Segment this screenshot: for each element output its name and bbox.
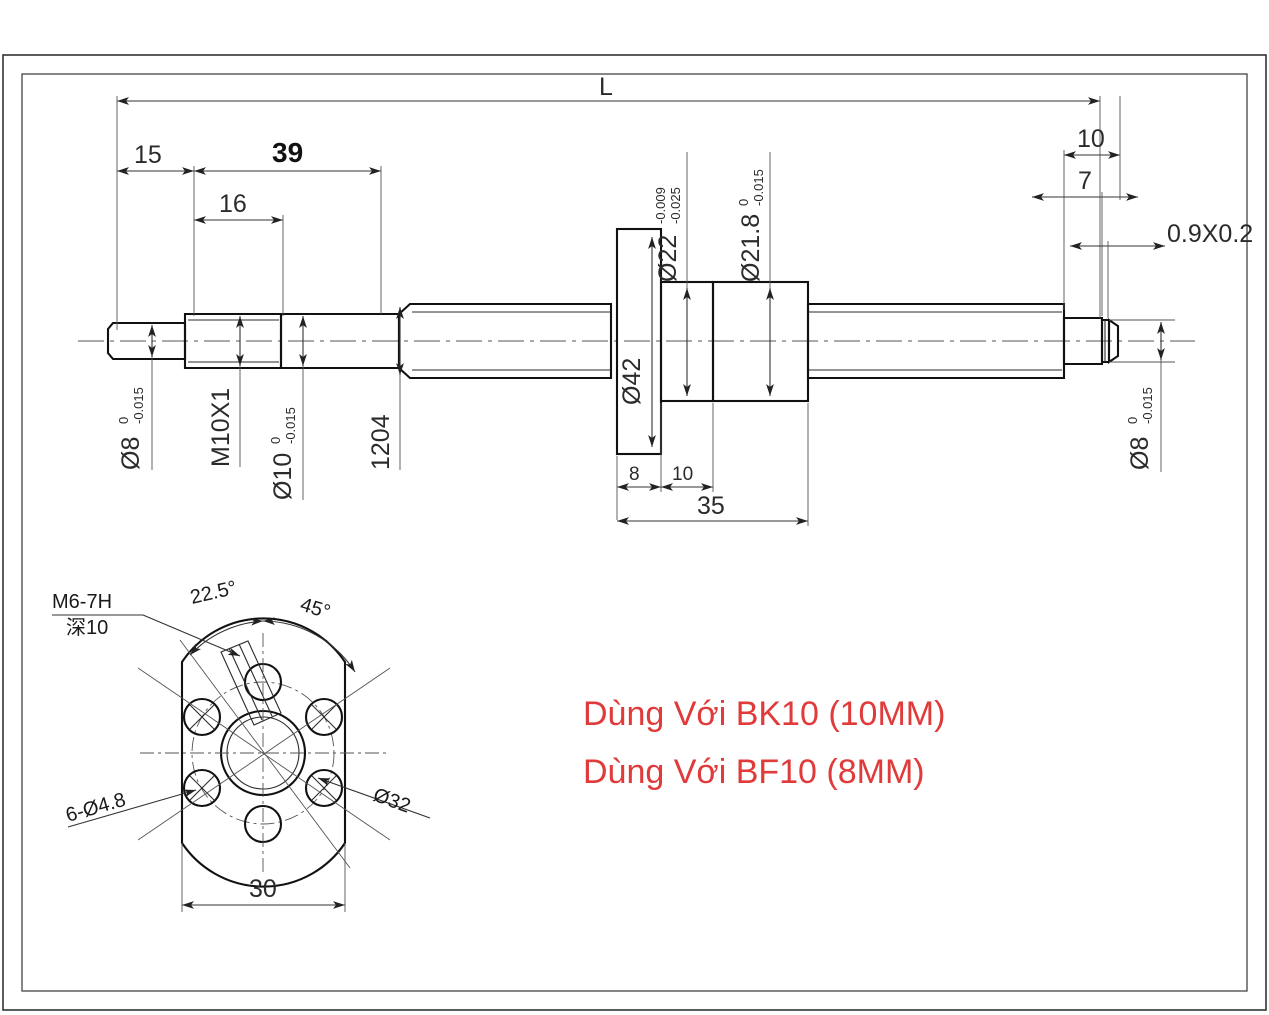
- dim-39-label: 39: [272, 137, 303, 168]
- main-elevation-view: L 15 39 16: [78, 73, 1253, 526]
- flange-30-label: 30: [249, 875, 277, 903]
- dim-overall-L-label: L: [599, 73, 613, 101]
- sheet-border-inner: [21, 73, 1248, 992]
- d8-left-tol-upper: 0: [116, 417, 131, 424]
- label-d8-left: Ø8 0 -0.015: [116, 387, 146, 470]
- d218-tol-lower: -0.015: [751, 169, 766, 206]
- callout-m6-7h: M6-7H 深10: [52, 591, 241, 657]
- dimension-39: 39: [194, 137, 382, 314]
- note-bf10: Dùng Với BF10 (8MM): [583, 753, 925, 791]
- label-lead-1204: 1204: [367, 414, 395, 470]
- label-thread-m10x1: M10X1: [207, 388, 235, 467]
- holes-label: 6-Ø4.8: [63, 789, 128, 827]
- bolt-circle-label: Ø32: [370, 784, 413, 818]
- flange-end-view: 22.5° 45° M6-7H 深10 6-Ø4.8 Ø32 30: [52, 577, 431, 912]
- label-d42: Ø42: [618, 358, 646, 405]
- dim-nut-35-label: 35: [697, 492, 725, 520]
- d8-left-value: Ø8: [117, 437, 145, 470]
- label-d22: Ø22 -0.009 -0.025: [653, 187, 683, 282]
- d42-value: Ø42: [618, 358, 646, 405]
- label-d218: Ø21.8 0 -0.015: [736, 169, 766, 282]
- dim-nut-10-label: 10: [672, 464, 693, 485]
- d10-tol-upper: 0: [268, 437, 283, 444]
- angle-arc-22-5: [189, 617, 264, 656]
- dimension-right-10: 10: [1063, 96, 1121, 310]
- dimension-flange-30: 30: [181, 843, 346, 912]
- dimension-nut-10: 10: [661, 403, 714, 492]
- d22-tol-lower: -0.025: [668, 187, 683, 224]
- dimension-overall-L: L: [116, 73, 1101, 330]
- label-d10: Ø10 0 -0.015: [268, 407, 298, 500]
- angle-45-label: 45°: [298, 594, 333, 624]
- thread-m10x1-value: M10X1: [207, 388, 235, 467]
- d22-value: Ø22: [654, 235, 682, 282]
- sheet-border-outer: [2, 54, 1267, 1011]
- d8-right-value: Ø8: [1126, 437, 1154, 470]
- angle-arc-45: [262, 617, 356, 673]
- m6-7h-label: M6-7H: [52, 591, 112, 613]
- callout-bolt-circle: Ø32: [317, 777, 431, 819]
- dim-15-label: 15: [134, 141, 162, 169]
- dimension-nut-35: 35: [617, 403, 809, 526]
- lead-1204-value: 1204: [367, 414, 395, 470]
- dimension-nut-8: 8: [616, 403, 662, 520]
- dim-right-7-label: 7: [1078, 167, 1092, 195]
- diameter-arrow-d8-right: [1109, 319, 1175, 472]
- dimension-right-7: 7: [1032, 167, 1138, 316]
- dim-right-10-label: 10: [1077, 125, 1105, 153]
- d218-tol-upper: 0: [736, 199, 751, 206]
- dim-chamfer-label: 0.9X0.2: [1167, 220, 1253, 248]
- d218-value: Ø21.8: [737, 214, 765, 282]
- dim-16-label: 16: [219, 190, 247, 218]
- compatibility-notes: Dùng Với BK10 (10MM) Dùng Với BF10 (8MM): [583, 695, 945, 791]
- d10-value: Ø10: [269, 453, 297, 500]
- d8-left-tol-lower: -0.015: [131, 387, 146, 424]
- note-bk10: Dùng Với BK10 (10MM): [583, 695, 945, 733]
- dimension-16: 16: [194, 190, 284, 316]
- callout-6-holes: 6-Ø4.8: [63, 789, 197, 828]
- d22-tol-upper: -0.009: [653, 187, 668, 224]
- label-d8-right: Ø8 0 -0.015: [1125, 387, 1155, 470]
- angle-22-5-label: 22.5°: [188, 577, 239, 609]
- d8-right-tol-lower: -0.015: [1140, 387, 1155, 424]
- dimension-chamfer: 0.9X0.2: [1070, 220, 1253, 318]
- d8-right-tol-upper: 0: [1125, 417, 1140, 424]
- m6-depth-label: 深10: [66, 616, 108, 639]
- dim-nut-8-label: 8: [629, 464, 640, 485]
- dimension-15: 15: [117, 141, 195, 316]
- d10-tol-lower: -0.015: [283, 407, 298, 444]
